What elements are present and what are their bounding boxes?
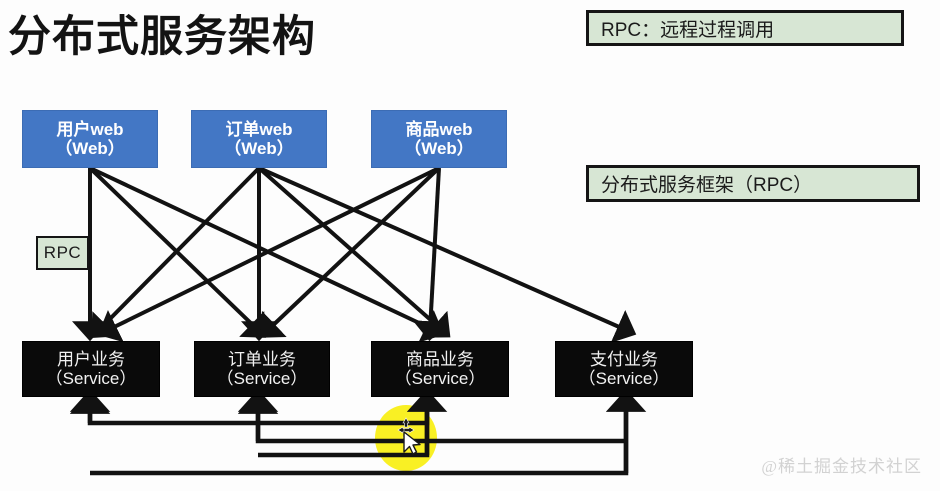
service-node-user-line1: 用户业务 [57, 349, 125, 369]
web-node-user[interactable]: 用户web （Web） [22, 110, 158, 168]
service-node-payment-line2: （Service） [578, 369, 670, 388]
service-bus-edges [69, 391, 629, 476]
note-distributed-framework: 分布式服务框架（RPC） [586, 165, 920, 202]
note-distributed-framework-label: 分布式服务框架（RPC） [601, 175, 813, 196]
service-node-product-line1: 商品业务 [406, 349, 474, 369]
web-node-user-line2: （Web） [55, 139, 125, 158]
web-node-order[interactable]: 订单web （Web） [191, 110, 327, 168]
web-node-product[interactable]: 商品web （Web） [371, 110, 507, 168]
service-node-order-line2: （Service） [216, 369, 308, 388]
watermark: @稀土掘金技术社区 [761, 457, 922, 476]
note-rpc-definition-label: RPC：远程过程调用 [601, 19, 775, 41]
service-node-payment-line1: 支付业务 [590, 349, 658, 369]
web-node-product-line2: （Web） [404, 139, 474, 158]
service-node-payment[interactable]: 支付业务 （Service） [555, 341, 693, 397]
web-to-service-edges [72, 166, 637, 343]
rpc-tag-label: RPC [43, 243, 82, 262]
web-node-order-line2: （Web） [224, 139, 294, 158]
service-node-product[interactable]: 商品业务 （Service） [371, 341, 509, 397]
service-inbound-arrows [69, 389, 647, 473]
service-node-order-line1: 订单业务 [228, 349, 296, 369]
web-node-product-line1: 商品web [405, 119, 473, 139]
web-node-user-line1: 用户web [56, 119, 124, 139]
service-node-user-line2: （Service） [45, 369, 137, 388]
service-node-product-line2: （Service） [394, 369, 486, 388]
web-node-order-line1: 订单web [225, 119, 293, 139]
note-rpc-definition: RPC：远程过程调用 [586, 10, 904, 46]
rpc-tag: RPC [36, 236, 89, 270]
service-node-user[interactable]: 用户业务 （Service） [22, 341, 160, 397]
page-title: 分布式服务架构 [8, 14, 316, 61]
service-node-order[interactable]: 订单业务 （Service） [194, 341, 330, 397]
